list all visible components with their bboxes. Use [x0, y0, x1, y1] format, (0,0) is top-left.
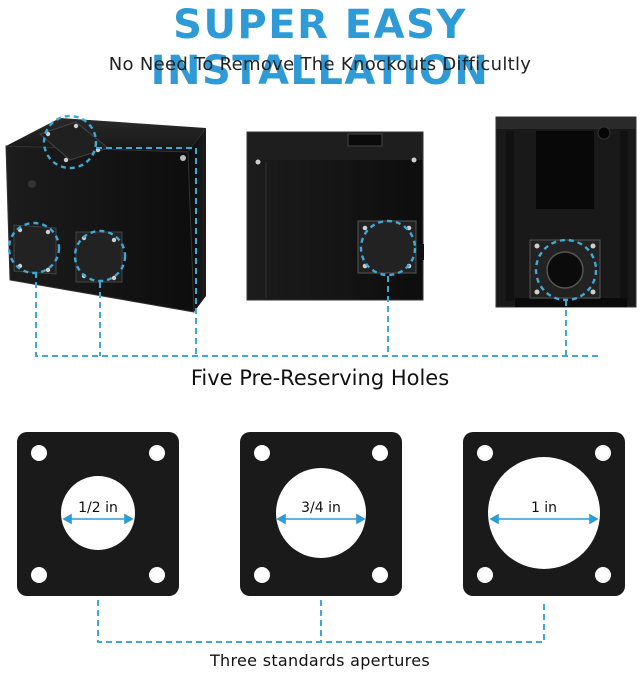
section-label-holes: Five Pre-Reserving Holes [190, 366, 450, 390]
plate-three-quarter-inch [240, 432, 402, 596]
section-label-apertures: Three standards apertures [209, 651, 430, 670]
dimension-arrows [62, 513, 599, 525]
hole-highlight-side-left [7, 221, 61, 275]
plate-label-half-inch: 1/2 in [78, 500, 118, 516]
enclosure-box-right [495, 116, 637, 308]
hole-highlight-top [42, 114, 98, 170]
hole-highlights [7, 114, 598, 302]
page-title: SUPER EASY INSTALLATION [150, 2, 490, 94]
hole-highlight-middle [359, 219, 417, 277]
connector-lines-bottom [97, 600, 545, 643]
hole-highlight-side-right [73, 229, 127, 283]
plate-label-three-quarter-inch: 3/4 in [301, 500, 341, 516]
connector-lines-top [35, 147, 600, 357]
plate-half-inch [17, 432, 179, 596]
enclosure-box-middle [246, 131, 424, 301]
plate-one-inch [463, 432, 625, 596]
plate-label-one-inch: 1 in [530, 500, 558, 516]
page-subtitle: No Need To Remove The Knockouts Difficul… [108, 54, 532, 75]
